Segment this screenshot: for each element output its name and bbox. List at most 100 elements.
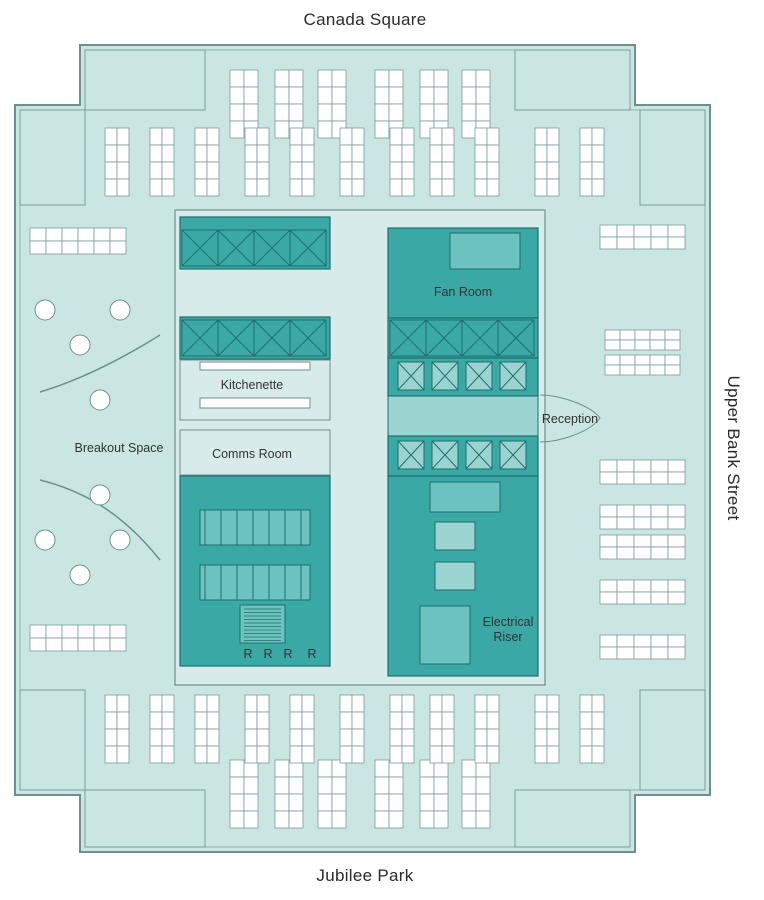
desk bbox=[331, 103, 347, 122]
plant-cross bbox=[217, 229, 255, 267]
desk bbox=[546, 161, 560, 180]
desk bbox=[288, 103, 304, 122]
desk bbox=[604, 339, 621, 351]
plant-cross bbox=[181, 229, 219, 267]
desk bbox=[351, 161, 365, 180]
desk bbox=[579, 178, 593, 197]
desk bbox=[667, 646, 686, 660]
desk bbox=[206, 711, 220, 730]
desk bbox=[616, 646, 635, 660]
desk bbox=[486, 694, 500, 713]
toilet-marker-3: R bbox=[283, 647, 292, 661]
desk bbox=[389, 728, 403, 747]
desk bbox=[599, 646, 618, 660]
desk bbox=[256, 178, 270, 197]
electrical-riser-label-line1: Electrical bbox=[483, 615, 534, 629]
fan-room-label: Fan Room bbox=[434, 285, 492, 299]
desk bbox=[667, 459, 686, 473]
desk bbox=[429, 728, 443, 747]
desk bbox=[546, 745, 560, 764]
desk bbox=[429, 161, 443, 180]
desk bbox=[161, 178, 175, 197]
desk bbox=[289, 161, 303, 180]
desk bbox=[579, 728, 593, 747]
desk bbox=[401, 161, 415, 180]
desk bbox=[331, 86, 347, 105]
desk bbox=[243, 810, 259, 829]
desk bbox=[441, 711, 455, 730]
desk bbox=[389, 694, 403, 713]
lift-cross bbox=[397, 361, 425, 391]
toilet-marker-2: R bbox=[263, 647, 272, 661]
desk bbox=[109, 637, 127, 652]
desk bbox=[206, 161, 220, 180]
desk bbox=[486, 745, 500, 764]
desk bbox=[161, 745, 175, 764]
comms-room-label: Comms Room bbox=[212, 447, 292, 461]
desk bbox=[534, 178, 548, 197]
desk bbox=[634, 364, 651, 376]
desk bbox=[667, 504, 686, 518]
workstations-north bbox=[104, 69, 605, 197]
breakout-pod bbox=[89, 484, 111, 506]
desk bbox=[317, 810, 333, 829]
desk bbox=[649, 354, 666, 366]
desk bbox=[579, 161, 593, 180]
kitchenette-label: Kitchenette bbox=[221, 378, 284, 392]
desk bbox=[339, 178, 353, 197]
desk bbox=[288, 69, 304, 88]
desk bbox=[475, 86, 491, 105]
desk bbox=[389, 178, 403, 197]
desk bbox=[93, 624, 111, 639]
desk bbox=[389, 127, 403, 146]
desk bbox=[317, 69, 333, 88]
desk bbox=[599, 224, 618, 238]
desk bbox=[194, 144, 208, 163]
desk bbox=[161, 728, 175, 747]
plant-cross bbox=[253, 229, 291, 267]
desk bbox=[599, 516, 618, 530]
desk bbox=[461, 810, 477, 829]
desk bbox=[331, 776, 347, 795]
desk bbox=[29, 637, 47, 652]
desk bbox=[61, 227, 79, 242]
desk bbox=[301, 745, 315, 764]
breakout-pod bbox=[109, 299, 131, 321]
desk bbox=[243, 103, 259, 122]
desk bbox=[650, 471, 669, 485]
plant-cross bbox=[461, 319, 499, 357]
desk bbox=[616, 591, 635, 605]
desk bbox=[591, 161, 605, 180]
desk bbox=[474, 144, 488, 163]
desk bbox=[206, 728, 220, 747]
desk bbox=[650, 236, 669, 250]
desk bbox=[441, 178, 455, 197]
lift-cross bbox=[499, 361, 527, 391]
desk bbox=[474, 127, 488, 146]
breakout-pod bbox=[69, 334, 91, 356]
desk bbox=[634, 354, 651, 366]
desk bbox=[301, 144, 315, 163]
desk bbox=[229, 776, 245, 795]
desk bbox=[45, 637, 63, 652]
lift-cross bbox=[431, 440, 459, 470]
desk bbox=[149, 745, 163, 764]
desk bbox=[244, 728, 258, 747]
electrical-riser-label-line2: Riser bbox=[493, 630, 522, 644]
desk bbox=[546, 694, 560, 713]
desk bbox=[317, 759, 333, 778]
plant-box bbox=[289, 229, 327, 267]
desk bbox=[206, 694, 220, 713]
desk bbox=[339, 127, 353, 146]
desk bbox=[104, 144, 118, 163]
desk bbox=[317, 103, 333, 122]
desk bbox=[650, 516, 669, 530]
desk bbox=[486, 144, 500, 163]
desk bbox=[229, 810, 245, 829]
desk bbox=[274, 120, 290, 139]
desk bbox=[579, 144, 593, 163]
desk bbox=[591, 694, 605, 713]
desk bbox=[579, 127, 593, 146]
desk bbox=[633, 546, 652, 560]
breakout-pod bbox=[109, 529, 131, 551]
